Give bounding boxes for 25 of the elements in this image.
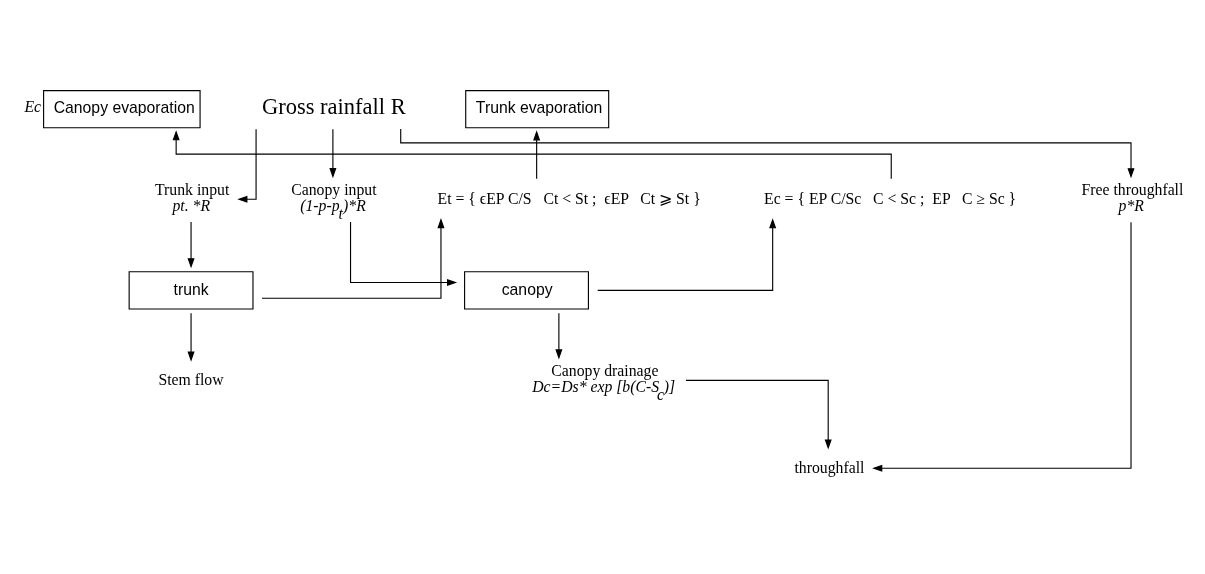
node-box: Trunk evaporation [465,90,610,129]
arrow [187,221,195,269]
arrow [349,221,458,287]
arrow [187,312,195,362]
node-text: Free throughfall p*R [1081,180,1184,214]
arrow [329,128,337,179]
node-text: Et = { ϵEP C/S Ct < St ; ϵEP Ct ⩾ St } [437,189,701,207]
node-label: Ec [24,98,42,116]
node-box: Canopy evaporation [43,90,201,129]
node-text: Trunk input pt. *R [155,180,230,214]
node-box: canopy [464,271,589,310]
arrow [237,128,257,203]
arrow [261,218,445,299]
arrow [533,130,541,180]
node-text: Stem flow [158,371,224,389]
arrow [685,379,832,450]
node-text: Ec = { EP C/Sc C < Sc ; EP C ≥ Sc } [764,189,1017,207]
node-text: Gross rainfall R [261,94,406,120]
arrow [597,218,777,291]
arrow [555,312,563,360]
arrow [872,221,1132,472]
node-box: trunk [128,271,254,310]
arrow [172,130,892,180]
node-text: throughfall [794,458,865,476]
arrow [400,128,1135,179]
